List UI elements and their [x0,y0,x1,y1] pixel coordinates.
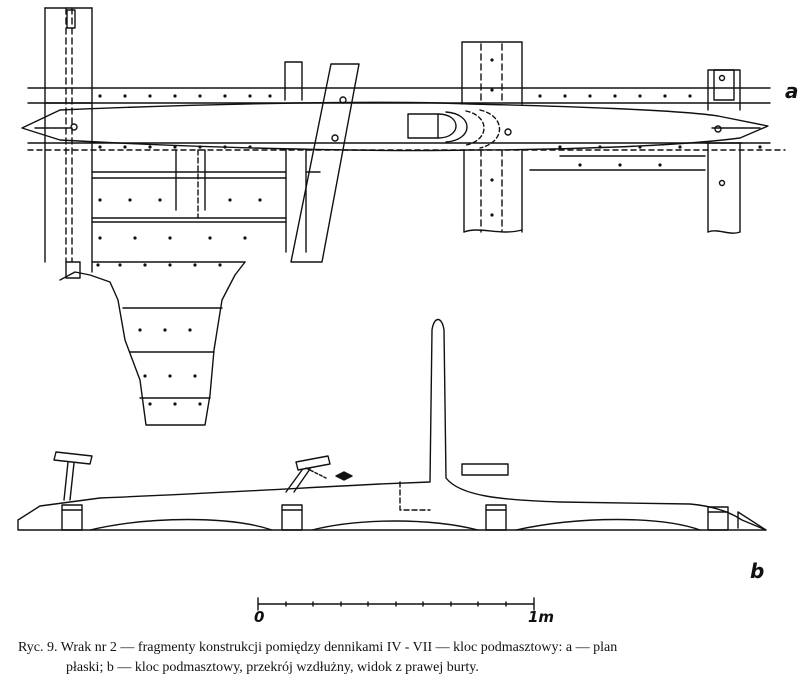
section-view [17,318,767,531]
figure-caption: Ryc. 9. Wrak nr 2 — fragmenty konstrukcj… [18,638,788,678]
plan-frame-right [707,69,741,233]
scale-end-label: 1m [528,608,554,626]
plan-mast-socket [407,113,439,139]
plan-frame-left-inner [65,7,73,263]
plan-lower-planks [91,171,321,263]
plan-socket-arc-1 [437,113,457,139]
caption-line-1: Ryc. 9. Wrak nr 2 — fragmenty konstrukcj… [18,640,618,655]
plan-view [21,7,786,426]
plan-rivets [96,58,762,406]
label-a: a [785,79,799,103]
plan-keelson [21,101,769,152]
plan-hull-fragment [59,261,246,426]
section-keelson [17,318,767,531]
plan-frame-left-notch [66,9,76,29]
plan-socket-arc-2 [445,111,468,143]
label-b: b [750,559,764,583]
plan-frame-mid [284,61,303,101]
plan-frame-left-foot [65,261,81,279]
plan-socket-arc-3 [465,110,485,146]
plan-frame-center-dashed [480,43,503,105]
plan-socket-arc-4 [479,109,500,149]
scale-start-label: 0 [254,608,264,626]
plan-plank-upper [27,87,771,104]
plan-frame-mid-lower [285,149,307,253]
plan-frame-center-lower-dashed [480,149,503,233]
scale-bar [257,597,535,611]
plan-frame-center [461,41,523,105]
caption-line-2: płaski; b — kloc podmasztowy, przekrój w… [66,660,479,675]
plan-diagonal-beam [290,63,360,263]
plan-planks-right [529,155,706,171]
plan-frame-center-lower [463,149,523,233]
